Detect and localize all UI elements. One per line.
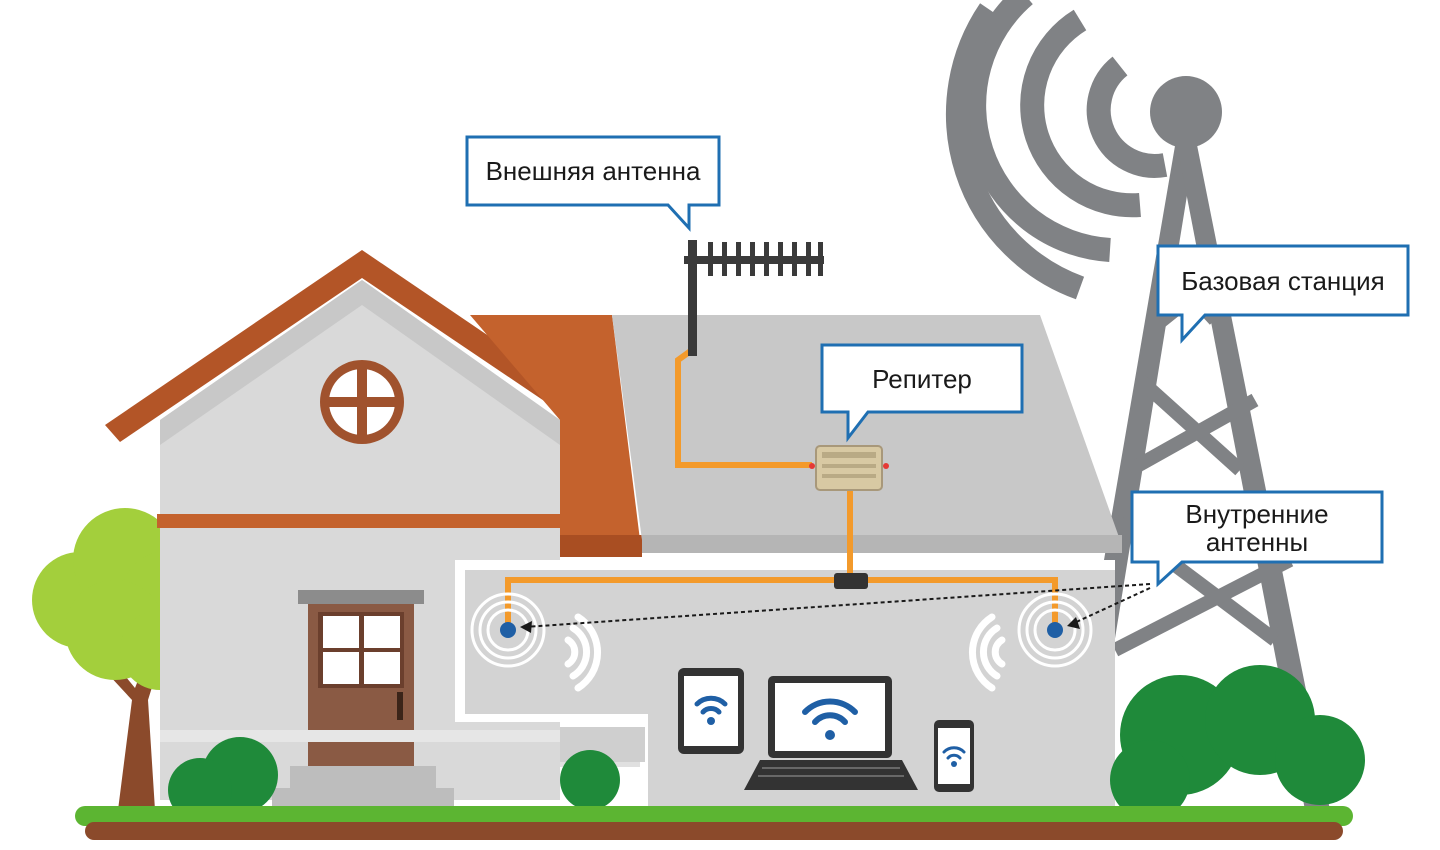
- ground: [75, 806, 1353, 840]
- callout-external-antenna-label: Внешняя антенна: [486, 156, 701, 186]
- callout-base-station: Базовая станция: [1156, 244, 1410, 344]
- indoor-signal-waves-icon: [564, 613, 1006, 692]
- internal-antenna-left-icon: [470, 592, 546, 668]
- callout-internal-antennas-label-line1: Внутренние: [1185, 499, 1328, 529]
- repeater-device-icon: [809, 445, 889, 491]
- pointer-arrows: [524, 583, 1151, 628]
- tower-signal-waves-icon: [945, 0, 1168, 300]
- callout-base-station-label: Базовая станция: [1181, 266, 1385, 296]
- tablet-icon: [678, 668, 744, 754]
- left-house: [105, 250, 650, 808]
- laptop-icon: [744, 676, 918, 790]
- tower-top-icon: [1150, 76, 1222, 148]
- callout-repeater: Репитер: [820, 343, 1024, 443]
- cable-lines: [505, 347, 1058, 628]
- round-window: [320, 360, 404, 444]
- splitter-icon: [834, 573, 868, 589]
- callout-internal-antennas-label-line2: антенны: [1206, 527, 1308, 557]
- smartphone-icon: [934, 720, 974, 792]
- callout-external-antenna: Внешняя антенна: [465, 135, 721, 232]
- external-antenna-icon: [684, 240, 824, 356]
- internal-antenna-right-icon: [1017, 592, 1093, 668]
- callout-internal-antennas: Внутренние антенны: [1130, 490, 1384, 588]
- callout-repeater-label: Репитер: [872, 364, 972, 394]
